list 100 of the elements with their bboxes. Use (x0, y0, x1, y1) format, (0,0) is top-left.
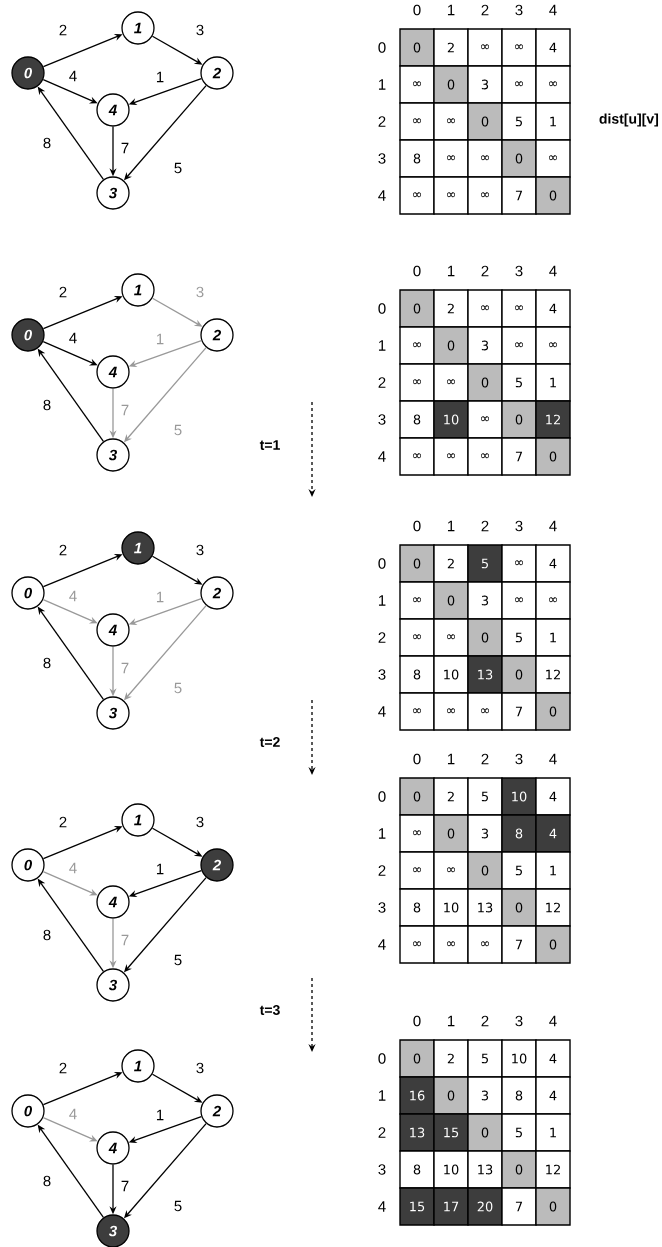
row-number: 3 (378, 1164, 386, 1175)
table-cell: 4 (535, 777, 571, 816)
table-cell: 8 (399, 400, 435, 439)
table-cell: 0 (467, 1113, 503, 1152)
column-number: 3 (515, 753, 523, 765)
table-cell: 13 (399, 1113, 435, 1152)
table-cell: 12 (535, 1150, 571, 1189)
column-number: 2 (481, 1015, 489, 1027)
column-number: 4 (549, 4, 557, 16)
table-cell: 8 (399, 888, 435, 927)
table-cell: ∞ (433, 102, 469, 141)
table-cell: 0 (433, 65, 469, 104)
table-cell: ∞ (399, 925, 435, 964)
row-number: 3 (378, 153, 386, 164)
edge-label: 8 (41, 656, 53, 670)
row-number: 0 (378, 1053, 386, 1064)
edge-label: 5 (172, 681, 184, 695)
column-number: 0 (413, 1015, 421, 1027)
table-cell: ∞ (399, 581, 435, 620)
column-number: 0 (413, 265, 421, 277)
table-cell: ∞ (535, 65, 571, 104)
table-cell: 5 (501, 102, 537, 141)
edge-label: 8 (41, 398, 53, 412)
table-cell: 8 (399, 139, 435, 178)
table-cell: ∞ (501, 65, 537, 104)
column-number: 4 (549, 265, 557, 277)
row-number: 0 (378, 558, 386, 569)
row-number: 3 (378, 669, 386, 680)
table-cell: 13 (467, 1150, 503, 1189)
table-cell: 1 (535, 851, 571, 890)
matrix-label: dist[u][v] (599, 113, 658, 127)
table-cell: 0 (433, 1076, 469, 1115)
edge-label: 7 (119, 933, 131, 947)
table-cell: 17 (433, 1187, 469, 1226)
table-cell: 7 (501, 692, 537, 731)
row-number: 4 (378, 451, 386, 462)
table-cell: 1 (535, 618, 571, 657)
table-cell: 1 (535, 102, 571, 141)
row-number: 0 (378, 791, 386, 802)
table-cell: 5 (501, 1113, 537, 1152)
table-cell: ∞ (467, 400, 503, 439)
table-cell: 8 (501, 814, 537, 853)
column-number: 3 (515, 265, 523, 277)
table-cell: ∞ (399, 102, 435, 141)
table-cell: 0 (433, 581, 469, 620)
table-cell: 0 (399, 28, 435, 67)
table-cell: 3 (467, 65, 503, 104)
table-cell: 8 (399, 1150, 435, 1189)
table-cell: 2 (433, 28, 469, 67)
table-cell: 7 (501, 176, 537, 215)
table-cell: ∞ (399, 692, 435, 731)
table-cell: 3 (467, 326, 503, 365)
edge-label: 8 (41, 1174, 53, 1188)
table-cell: 7 (501, 1187, 537, 1226)
edge-label: 7 (119, 141, 131, 155)
column-number: 4 (549, 520, 557, 532)
table-cell: 2 (433, 777, 469, 816)
table-cell: ∞ (433, 618, 469, 657)
edge-label: 8 (41, 136, 53, 150)
row-number: 2 (378, 632, 386, 643)
table-cell: ∞ (399, 437, 435, 476)
edge-label: 4 (67, 861, 79, 875)
table-cell: ∞ (433, 437, 469, 476)
row-number: 4 (378, 706, 386, 717)
table-cell: 0 (535, 692, 571, 731)
edge-label: 1 (154, 70, 166, 84)
column-number: 2 (481, 753, 489, 765)
table-cell: 4 (535, 1076, 571, 1115)
table-cell: 5 (501, 363, 537, 402)
table-cell: 3 (467, 581, 503, 620)
row-number: 2 (378, 865, 386, 876)
table-cell: 3 (467, 1076, 503, 1115)
row-number: 2 (378, 1127, 386, 1138)
table-cell: ∞ (433, 692, 469, 731)
table-cell: 0 (501, 655, 537, 694)
table-cell: 10 (433, 888, 469, 927)
table-cell: ∞ (535, 326, 571, 365)
table-cell: ∞ (467, 176, 503, 215)
row-number: 2 (378, 116, 386, 127)
column-number: 0 (413, 520, 421, 532)
table-cell: 0 (535, 925, 571, 964)
column-number: 2 (481, 265, 489, 277)
edge-label: 4 (67, 331, 79, 345)
edge-label: 5 (172, 423, 184, 437)
column-number: 4 (549, 1015, 557, 1027)
table-cell: 5 (467, 1039, 503, 1078)
edge-label: 4 (67, 69, 79, 83)
column-number: 0 (413, 4, 421, 16)
edge-label: 8 (41, 928, 53, 942)
table-cell: ∞ (535, 581, 571, 620)
row-number: 4 (378, 1201, 386, 1212)
table-cell: 16 (399, 1076, 435, 1115)
table-cell: 10 (501, 777, 537, 816)
edge-label: 2 (57, 285, 69, 299)
table-cell: 2 (433, 544, 469, 583)
edge-label: 7 (119, 661, 131, 675)
step-label: t=3 (259, 1005, 280, 1015)
row-number: 0 (378, 42, 386, 53)
column-number: 2 (481, 520, 489, 532)
edge-label: 2 (57, 815, 69, 829)
